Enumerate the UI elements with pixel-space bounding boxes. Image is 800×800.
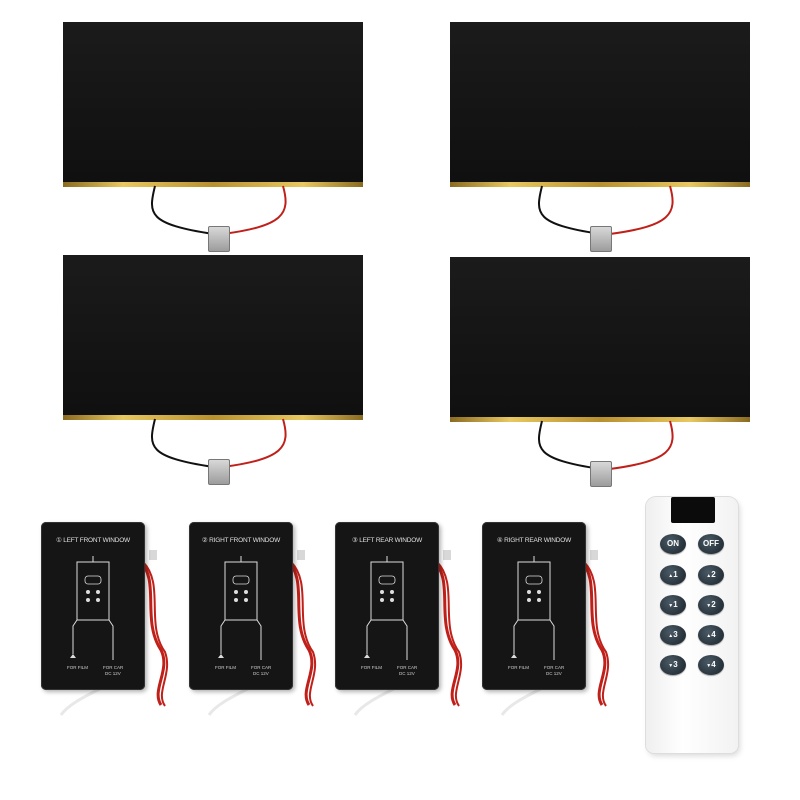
controller-left-front: ① LEFT FRONT WINDOW FOR FILM FOR CAR DC … bbox=[41, 522, 169, 716]
controller-schematic-icon bbox=[218, 556, 262, 660]
panel-wires bbox=[538, 185, 674, 235]
voltage-label: DC 12V bbox=[253, 671, 269, 676]
for-car-label: FOR CAR bbox=[103, 665, 124, 670]
film-busbar-edge bbox=[450, 417, 750, 422]
arrow-up-icon: ▲ bbox=[668, 633, 674, 639]
button-number: 4 bbox=[711, 660, 716, 669]
arrow-up-icon: ▲ bbox=[706, 633, 712, 639]
controller-housing bbox=[335, 522, 439, 690]
arrow-up-icon: ▲ bbox=[668, 573, 674, 579]
film-surface bbox=[63, 22, 363, 182]
button-number: 1 bbox=[673, 570, 678, 579]
voltage-label: DC 12V bbox=[546, 671, 562, 676]
remote-button-4-up[interactable]: ▲4 bbox=[698, 625, 724, 645]
remote-button-2-down[interactable]: ▼2 bbox=[698, 595, 724, 615]
for-film-label: FOR FILM bbox=[361, 665, 382, 670]
film-surface bbox=[450, 22, 750, 182]
controller-left-rear: ③ LEFT REAR WINDOW FOR FILM FOR CAR DC 1… bbox=[335, 522, 463, 716]
remote-button-1-up[interactable]: ▲1 bbox=[660, 565, 686, 585]
remote-control: ON OFF ▲1 ▲2 ▼1 ▼2 ▲3 ▲4 ▼3 ▼4 bbox=[646, 497, 738, 753]
for-car-label: FOR CAR bbox=[251, 665, 272, 670]
panel-wires bbox=[151, 185, 287, 235]
film-busbar-edge bbox=[63, 415, 363, 420]
remote-button-2-up[interactable]: ▲2 bbox=[698, 565, 724, 585]
controller-title: ② RIGHT FRONT WINDOW bbox=[201, 537, 281, 544]
arrow-up-icon: ▲ bbox=[706, 573, 712, 579]
film-busbar-edge bbox=[63, 182, 363, 187]
arrow-down-icon: ▼ bbox=[668, 663, 674, 669]
remote-off-button[interactable]: OFF bbox=[698, 534, 724, 554]
arrow-down-icon: ▼ bbox=[706, 663, 712, 669]
remote-button-3-down[interactable]: ▼3 bbox=[660, 655, 686, 675]
controller-title: ④ RIGHT REAR WINDOW bbox=[496, 537, 572, 544]
remote-on-button[interactable]: ON bbox=[660, 534, 686, 554]
button-number: 2 bbox=[711, 570, 716, 579]
controller-housing bbox=[41, 522, 145, 690]
button-number: 4 bbox=[711, 630, 716, 639]
arrow-down-icon: ▼ bbox=[668, 603, 674, 609]
wire-connector-plug bbox=[208, 459, 230, 485]
controller-housing bbox=[189, 522, 293, 690]
film-busbar-edge bbox=[450, 182, 750, 187]
film-surface bbox=[450, 257, 750, 417]
button-number: 3 bbox=[673, 660, 678, 669]
panel-wires bbox=[538, 420, 674, 470]
remote-button-1-down[interactable]: ▼1 bbox=[660, 595, 686, 615]
controller-right-front: ② RIGHT FRONT WINDOW FOR FILM FOR CAR DC… bbox=[189, 522, 317, 716]
for-film-label: FOR FILM bbox=[215, 665, 236, 670]
film-surface bbox=[63, 255, 363, 415]
for-car-label: FOR CAR bbox=[397, 665, 418, 670]
controller-housing bbox=[482, 522, 586, 690]
controller-schematic-icon bbox=[511, 556, 555, 660]
voltage-label: DC 12V bbox=[399, 671, 415, 676]
wire-connector-plug bbox=[208, 226, 230, 252]
controller-title: ① LEFT FRONT WINDOW bbox=[55, 537, 130, 544]
controller-schematic-icon bbox=[70, 556, 114, 660]
button-number: 3 bbox=[673, 630, 678, 639]
controller-schematic-icon bbox=[364, 556, 408, 660]
for-film-label: FOR FILM bbox=[67, 665, 88, 670]
remote-button-4-down[interactable]: ▼4 bbox=[698, 655, 724, 675]
wire-connector-plug bbox=[590, 461, 612, 487]
wire-connector-plug bbox=[590, 226, 612, 252]
button-number: 1 bbox=[673, 600, 678, 609]
panel-wires bbox=[151, 418, 287, 468]
for-film-label: FOR FILM bbox=[508, 665, 529, 670]
controller-title: ③ LEFT REAR WINDOW bbox=[352, 537, 422, 544]
controller-right-rear: ④ RIGHT REAR WINDOW FOR FILM FOR CAR DC … bbox=[482, 522, 610, 716]
remote-button-3-up[interactable]: ▲3 bbox=[660, 625, 686, 645]
remote-display bbox=[671, 497, 715, 523]
for-car-label: FOR CAR bbox=[544, 665, 565, 670]
voltage-label: DC 12V bbox=[105, 671, 121, 676]
button-number: 2 bbox=[711, 600, 716, 609]
arrow-down-icon: ▼ bbox=[706, 603, 712, 609]
